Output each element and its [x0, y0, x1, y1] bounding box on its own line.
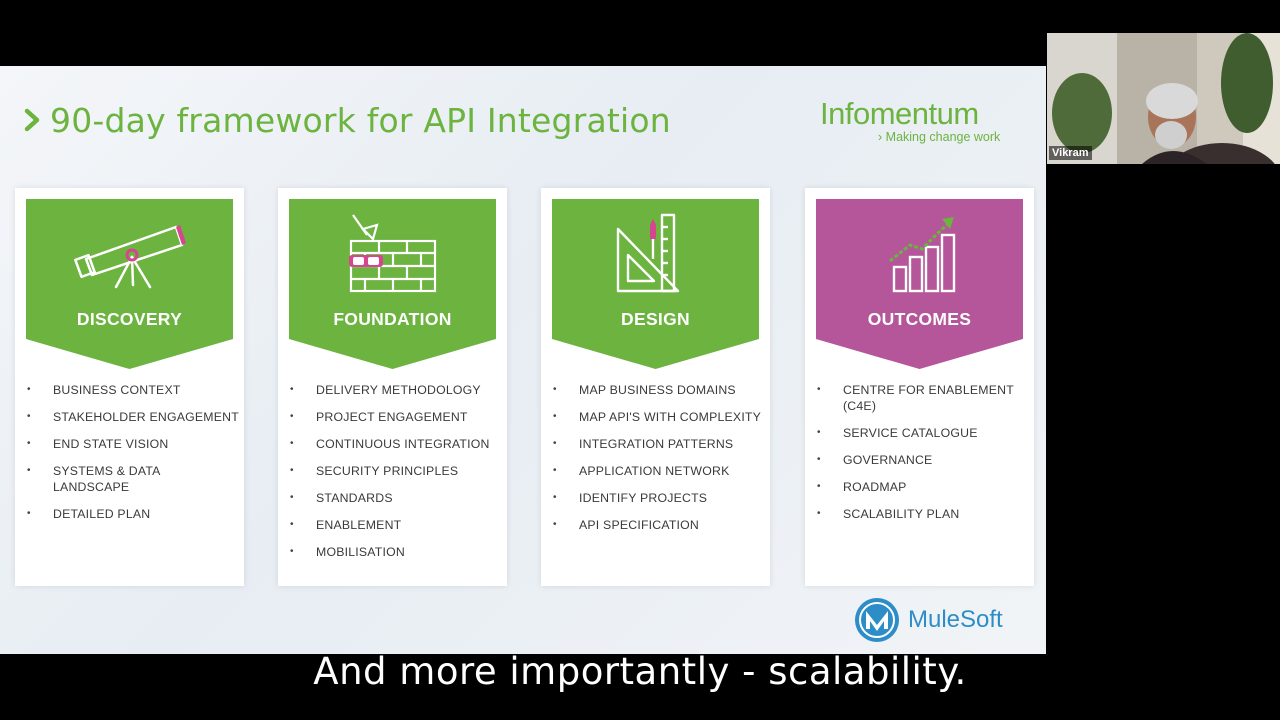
card-title: OUTCOMES — [867, 309, 972, 329]
list-item: GOVERNANCE — [817, 452, 1029, 468]
list-item: CONTINUOUS INTEGRATION — [290, 436, 502, 452]
slide-title-text: 90-day framework for API Integration — [50, 100, 671, 140]
chevron-right-icon — [24, 108, 40, 132]
list-item: SCALABILITY PLAN — [817, 506, 1029, 522]
card-banner: OUTCOMES — [816, 199, 1023, 369]
card-title: DISCOVERY — [76, 309, 183, 329]
card-banner: DESIGN — [552, 199, 759, 369]
card-banner: DISCOVERY — [26, 199, 233, 369]
presentation-slide: 90-day framework for API Integration Inf… — [0, 66, 1046, 654]
brick-wall-icon — [349, 214, 437, 293]
telescope-icon — [74, 225, 186, 289]
list-item: DETAILED PLAN — [27, 506, 239, 522]
list-item: SERVICE CATALOGUE — [817, 425, 1029, 441]
list-item: BUSINESS CONTEXT — [27, 382, 239, 398]
card-banner: FOUNDATION — [289, 199, 496, 369]
video-feed — [1047, 33, 1280, 164]
mulesoft-icon — [855, 598, 899, 642]
list-item: CENTRE FOR ENABLEMENT (C4E) — [817, 382, 1029, 414]
list-item: STAKEHOLDER ENGAGEMENT — [27, 409, 239, 425]
card-title: FOUNDATION — [333, 309, 452, 329]
infomentum-logo: Infomentum › Making change work — [820, 96, 1020, 152]
card-title: DESIGN — [621, 309, 690, 329]
list-item: MOBILISATION — [290, 544, 502, 560]
growth-chart-icon — [889, 217, 956, 293]
card-outcomes: OUTCOMES CENTRE FOR ENABLEMENT (C4E) SER… — [805, 188, 1034, 586]
bullet-list: DELIVERY METHODOLOGY PROJECT ENGAGEMENT … — [290, 382, 502, 571]
card-design: DESIGN MAP BUSINESS DOMAINS MAP API'S WI… — [541, 188, 770, 586]
list-item: END STATE VISION — [27, 436, 239, 452]
list-item: ROADMAP — [817, 479, 1029, 495]
chevron-right-icon: › — [878, 130, 883, 144]
set-square-ruler-icon — [616, 213, 680, 293]
bullet-list: CENTRE FOR ENABLEMENT (C4E) SERVICE CATA… — [817, 382, 1029, 533]
card-discovery: DISCOVERY BUSINESS CONTEXT STAKEHOLDER E… — [15, 188, 244, 586]
list-item: SECURITY PRINCIPLES — [290, 463, 502, 479]
bullet-list: BUSINESS CONTEXT STAKEHOLDER ENGAGEMENT … — [27, 382, 239, 533]
subtitle-caption: And more importantly - scalability. — [313, 650, 967, 693]
card-foundation: FOUNDATION DELIVERY METHODOLOGY PROJECT … — [278, 188, 507, 586]
list-item: APPLICATION NETWORK — [553, 463, 765, 479]
list-item: PROJECT ENGAGEMENT — [290, 409, 502, 425]
brand-tagline: › Making change work — [878, 130, 1001, 144]
list-item: SYSTEMS & DATA LANDSCAPE — [27, 463, 239, 495]
list-item: INTEGRATION PATTERNS — [553, 436, 765, 452]
list-item: ENABLEMENT — [290, 517, 502, 533]
participant-name: Vikram — [1049, 146, 1092, 160]
slide-title: 90-day framework for API Integration — [22, 98, 671, 142]
participant-video[interactable]: Vikram — [1047, 33, 1280, 164]
list-item: DELIVERY METHODOLOGY — [290, 382, 502, 398]
brand-name: Infomentum — [820, 96, 979, 131]
mulesoft-logo: MuleSoft — [852, 595, 1024, 645]
list-item: MAP BUSINESS DOMAINS — [553, 382, 765, 398]
list-item: API SPECIFICATION — [553, 517, 765, 533]
bullet-list: MAP BUSINESS DOMAINS MAP API'S WITH COMP… — [553, 382, 765, 544]
list-item: MAP API'S WITH COMPLEXITY — [553, 409, 765, 425]
mulesoft-text: MuleSoft — [908, 606, 1003, 633]
list-item: STANDARDS — [290, 490, 502, 506]
list-item: IDENTIFY PROJECTS — [553, 490, 765, 506]
